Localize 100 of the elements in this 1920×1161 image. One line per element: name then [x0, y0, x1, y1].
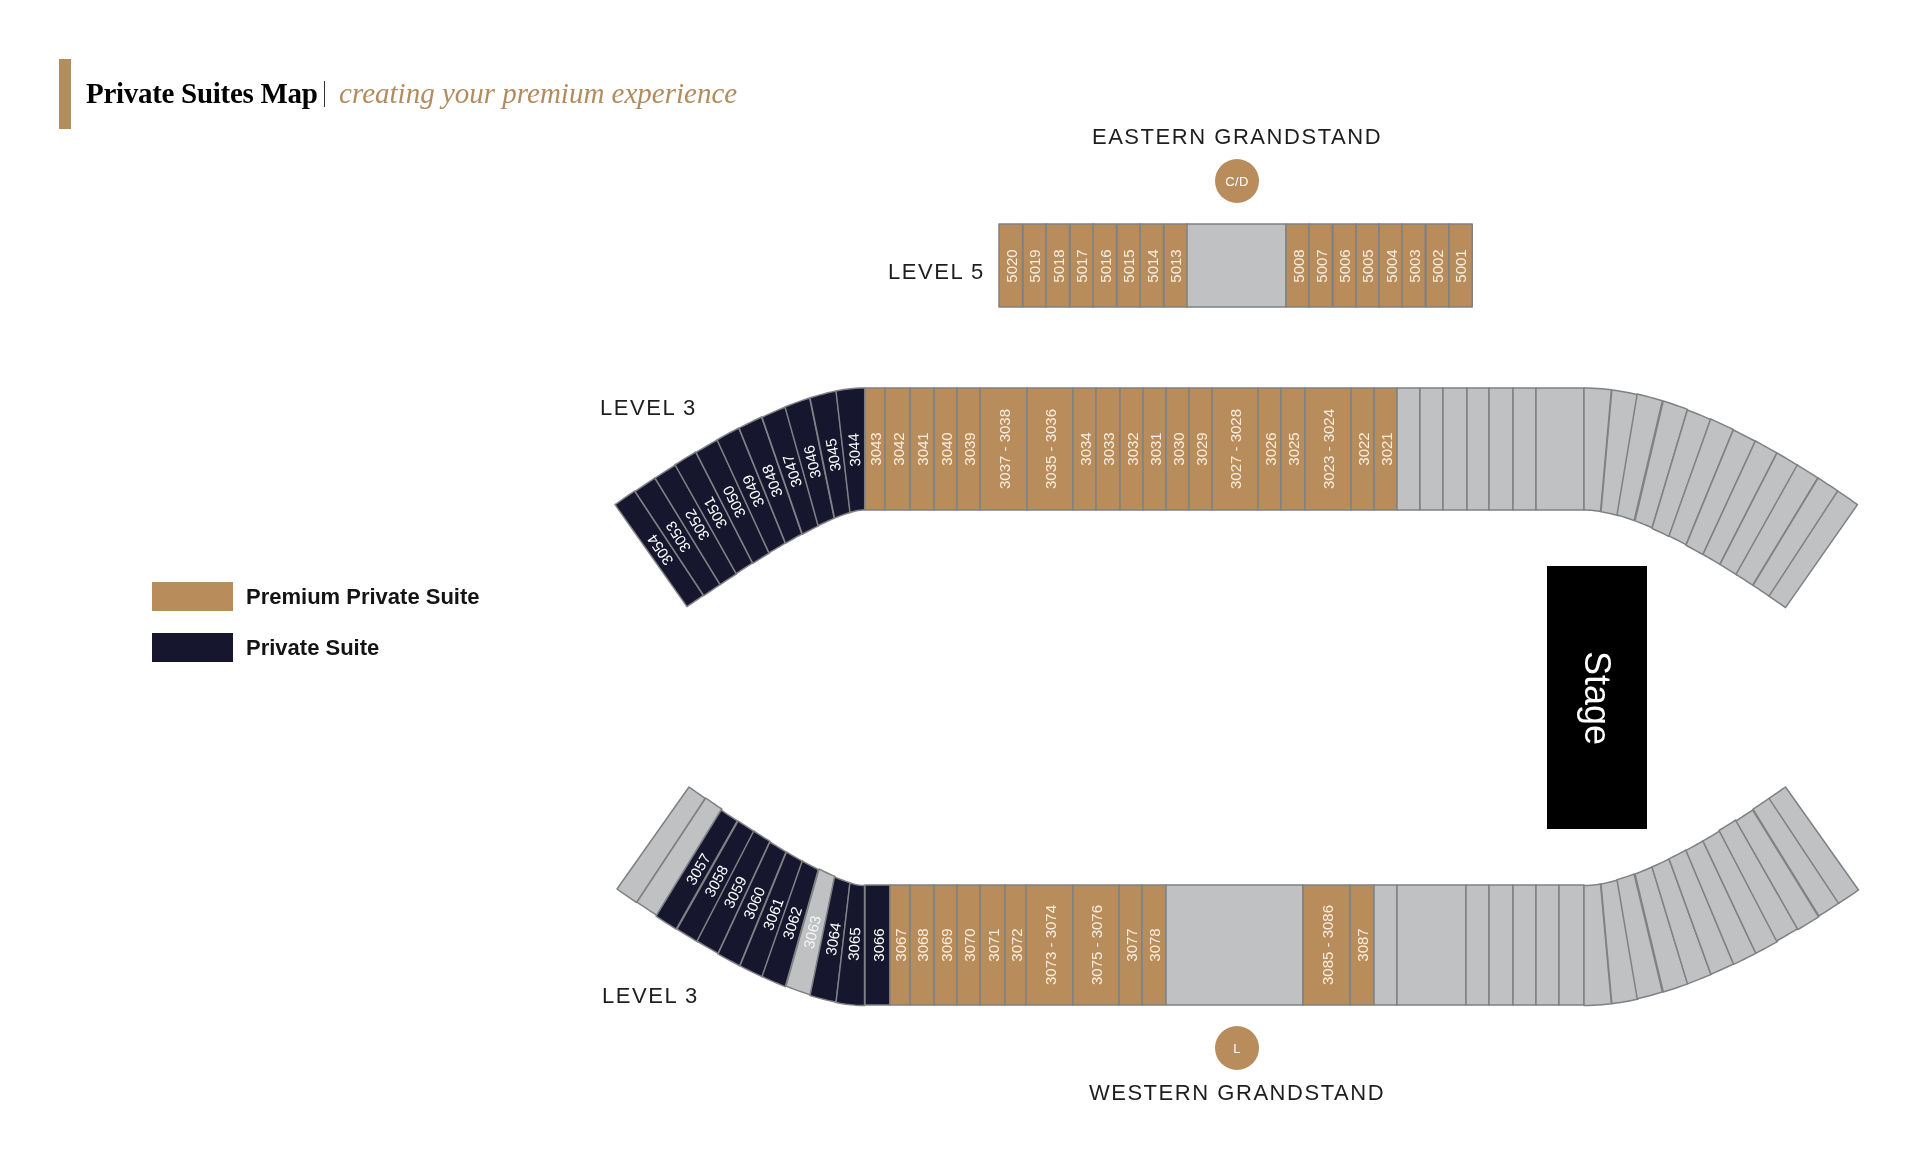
suite-block	[1768, 490, 1859, 609]
suite-block	[1599, 878, 1639, 1005]
suite-block	[1396, 387, 1421, 511]
suite-number: 3044	[845, 433, 863, 468]
page-title: Private Suites Map	[86, 76, 318, 112]
suite-number: 3073 - 3074	[1042, 904, 1057, 986]
level-label: LEVEL 5	[888, 261, 985, 283]
premium-suite	[1401, 223, 1427, 308]
premium-suite	[933, 884, 958, 1006]
suite-number: 3078	[1146, 928, 1162, 962]
suite-block	[1442, 387, 1468, 511]
suite-number: 3067	[892, 928, 908, 962]
premium-suite	[1021, 223, 1047, 308]
suite-block	[1512, 387, 1537, 511]
suite-block	[1535, 387, 1585, 511]
suite-block	[1718, 451, 1799, 576]
premium-suite	[1378, 223, 1404, 308]
premium-suite	[1302, 884, 1351, 1006]
suite-block	[1735, 808, 1820, 931]
suite-number: 3071	[985, 928, 1000, 962]
suite-block	[1396, 884, 1467, 1006]
suite-block	[1650, 857, 1712, 985]
premium-suite	[1331, 223, 1357, 308]
suite-number: 3072	[1008, 928, 1023, 962]
suite-block	[1684, 839, 1757, 966]
premium-suite	[1285, 223, 1311, 308]
suite-number: 3032	[1124, 432, 1139, 466]
suite-block	[1701, 439, 1778, 566]
suite-block	[1535, 884, 1560, 1006]
premium-suite	[1162, 223, 1188, 308]
suite-number: 5007	[1313, 248, 1329, 283]
stand-label: WESTERN GRANDSTAND	[1088, 1082, 1386, 1104]
suite-block	[1701, 829, 1779, 954]
premium-suite	[1025, 884, 1074, 1006]
suite-block	[616, 786, 707, 904]
suite-block	[1186, 223, 1287, 308]
premium-suite	[1211, 387, 1259, 511]
premium-suite	[884, 387, 911, 511]
suite-number: 3022	[1355, 432, 1370, 466]
premium-suite	[956, 387, 981, 511]
premium-suite	[909, 387, 935, 511]
suite-number: 5015	[1120, 248, 1136, 283]
premium-suite	[956, 884, 981, 1006]
premium-suite	[1004, 884, 1027, 1006]
suite-block	[1583, 882, 1613, 1006]
suite-block	[1465, 884, 1490, 1006]
suite-block	[1718, 819, 1800, 943]
suite-block	[1558, 884, 1585, 1006]
premium-suite	[1373, 387, 1398, 511]
premium-suite	[1280, 387, 1306, 511]
premium-suite	[979, 387, 1028, 511]
suite-number: 3075 - 3076	[1088, 904, 1104, 986]
legend-label: Private Suite	[246, 634, 380, 662]
suite-number: 5006	[1336, 248, 1352, 283]
suite-number: 5016	[1097, 248, 1113, 283]
suite-number: 3040	[938, 432, 953, 466]
suite-number: 5005	[1359, 248, 1375, 283]
premium-suite	[1308, 223, 1334, 308]
section-marker: L	[1215, 1026, 1259, 1070]
suite-block	[1419, 387, 1444, 511]
premium-suite	[1119, 387, 1144, 511]
suite-number: 3026	[1262, 432, 1277, 466]
premium-suite	[1118, 884, 1143, 1006]
suite-number: 3068	[914, 928, 930, 962]
suite-number: 5003	[1406, 248, 1422, 283]
suite-block	[1616, 872, 1664, 1000]
suite-block	[1512, 884, 1537, 1006]
stage-block	[1547, 566, 1647, 829]
suite-number: 3065	[845, 926, 863, 961]
suite-number: 3045	[822, 437, 843, 473]
suite-block	[1768, 786, 1860, 905]
suite-block	[1633, 400, 1689, 530]
suite-number: 3064	[822, 921, 843, 957]
premium-suite	[998, 223, 1024, 308]
suite-number: 5020	[1003, 248, 1019, 283]
suite-block	[1165, 884, 1304, 1006]
suite-number: 3031	[1147, 432, 1162, 466]
premium-suite	[1139, 223, 1165, 308]
premium-suite	[1072, 884, 1120, 1006]
suite-number: 3027 - 3028	[1227, 408, 1243, 490]
premium-suite	[1188, 387, 1213, 511]
suite-block	[1488, 387, 1514, 511]
premium-suite	[1092, 223, 1118, 308]
suite-number: 3069	[938, 928, 953, 962]
suite-number: 3035 - 3036	[1042, 408, 1058, 490]
premium-suite	[1354, 223, 1380, 308]
suite-number: 5018	[1050, 248, 1066, 283]
section-marker: C/D	[1215, 159, 1259, 203]
suite-number: 3085 - 3086	[1319, 904, 1334, 986]
suite-block	[1751, 797, 1841, 918]
premium-suite	[1447, 223, 1473, 308]
premium-suite	[1045, 223, 1071, 308]
suite-number: 3042	[890, 432, 905, 466]
suite-number: 5014	[1144, 248, 1160, 283]
suite-number: 3077	[1123, 928, 1138, 962]
suite-block	[1583, 387, 1613, 513]
suite-number: 5019	[1026, 248, 1042, 283]
premium-suite	[1095, 387, 1121, 511]
suite-block	[1488, 884, 1514, 1006]
stand-label: EASTERN GRANDSTAND	[1091, 126, 1383, 148]
